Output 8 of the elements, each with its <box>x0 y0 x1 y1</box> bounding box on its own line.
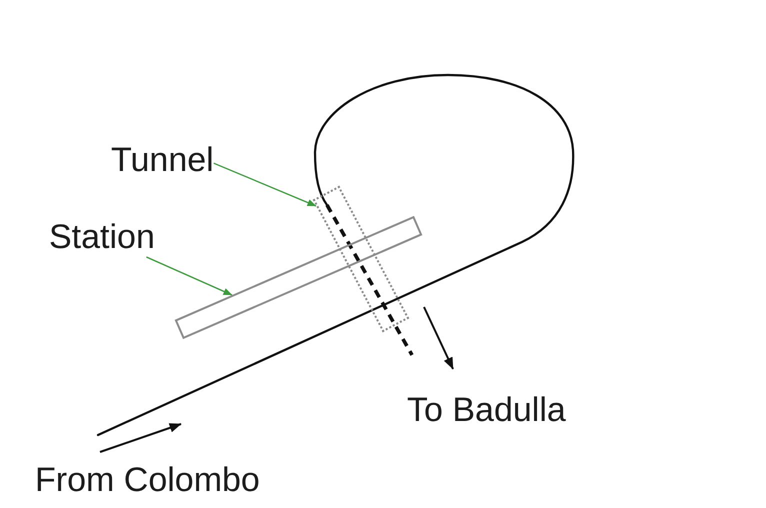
callout-label: Tunnel <box>111 140 214 180</box>
tunnel-outline <box>312 185 409 332</box>
place-label: From Colombo <box>35 460 260 500</box>
leader-line <box>213 162 316 207</box>
place-label: To Badulla <box>407 390 566 430</box>
callout-label: Station <box>49 217 155 257</box>
leader-line <box>146 256 232 296</box>
station-platform <box>174 216 422 340</box>
